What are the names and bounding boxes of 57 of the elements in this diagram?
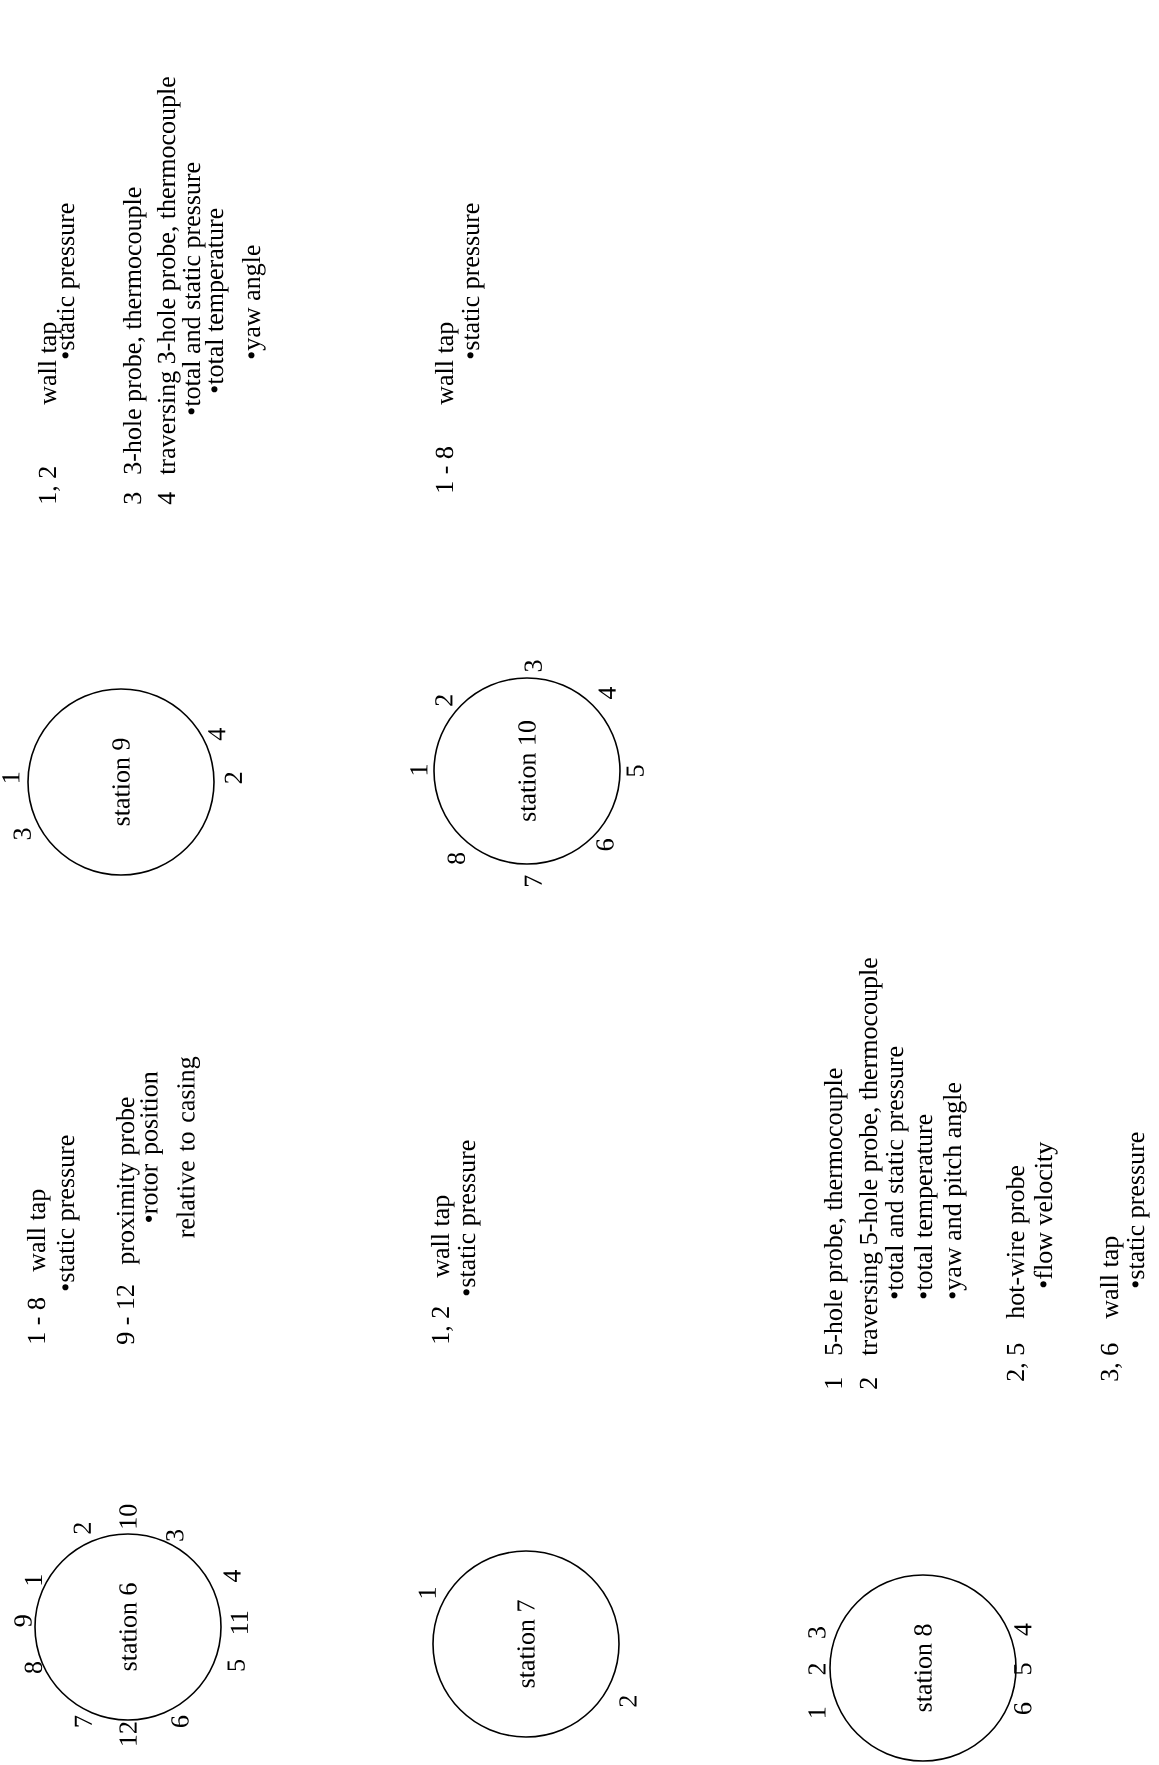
position-number: 5	[626, 765, 644, 776]
note-text: 1	[824, 1378, 842, 1388]
position-number: 1	[808, 1707, 826, 1717]
note-text: •rotor position relative to casing	[140, 1056, 201, 1238]
position-number: 8	[447, 852, 466, 864]
position-number: 6	[596, 839, 614, 851]
note-text: 3-hole probe, thermocouple	[122, 187, 147, 474]
note-text: 1, 2	[431, 1307, 453, 1343]
position-number: 4	[598, 686, 616, 699]
note-text: 4	[157, 492, 175, 505]
note-text: •yaw angle	[241, 245, 266, 359]
position-number: 3	[524, 660, 542, 672]
position-number: 5	[227, 1660, 245, 1671]
position-number: 12	[119, 1722, 137, 1745]
position-number: 1	[2, 772, 20, 782]
note-text: traversing 5-hole probe, thermocouple	[858, 958, 883, 1356]
position-number: 11	[230, 1611, 248, 1633]
note-text: proximity probe	[115, 1097, 140, 1265]
note-text: 3, 6	[1100, 1343, 1122, 1381]
note-text: 2	[859, 1378, 877, 1389]
note-text: •static pressure	[461, 203, 485, 359]
position-number: 10	[119, 1504, 137, 1528]
position-number: 1	[410, 765, 428, 775]
note-text: wall tap	[26, 1189, 51, 1272]
note-text: •flow velocity	[1033, 1141, 1058, 1288]
position-number: 5	[1014, 1663, 1032, 1674]
note-text: traversing 3-hole probe, thermocouple	[156, 77, 181, 475]
note-text: •yaw and pitch angle	[942, 1082, 967, 1299]
position-number: 3	[166, 1530, 184, 1541]
note-text: •total and static pressure	[884, 1046, 909, 1299]
note-text: •total and static pressure	[181, 162, 206, 415]
position-number: 2	[73, 1523, 91, 1534]
note-text: wall tap	[434, 322, 459, 405]
position-number: 6	[1014, 1702, 1032, 1714]
note-text: 1 - 8	[27, 1298, 46, 1343]
position-number: 4	[223, 1569, 241, 1582]
note-text: 1, 2	[38, 467, 60, 503]
note-text: 9 - 12	[116, 1285, 135, 1344]
note-text: 1 - 8	[435, 447, 454, 492]
position-number: 7	[524, 875, 542, 886]
note-text: •static pressure	[1126, 1132, 1150, 1288]
position-number: 2	[619, 1696, 637, 1707]
note-text: •static pressure	[457, 1140, 481, 1296]
note-text: hot-wire probe	[1005, 1165, 1030, 1319]
note-text: •static pressure	[56, 1135, 80, 1291]
note-text: wall tap	[430, 1195, 455, 1278]
position-number: 2	[435, 695, 453, 706]
note-text: 5-hole probe, thermocouple	[823, 1068, 848, 1355]
position-number: 9	[14, 1615, 32, 1627]
position-number: 2	[808, 1663, 826, 1675]
note-text: wall tap	[1099, 1236, 1124, 1319]
position-number: 4	[1014, 1623, 1032, 1636]
position-number: 3	[808, 1627, 826, 1638]
note-text: •total temperature	[913, 1114, 938, 1299]
note-text: 3	[123, 492, 142, 504]
note-text: 2, 5	[1006, 1343, 1028, 1381]
position-number: 2	[224, 772, 242, 784]
